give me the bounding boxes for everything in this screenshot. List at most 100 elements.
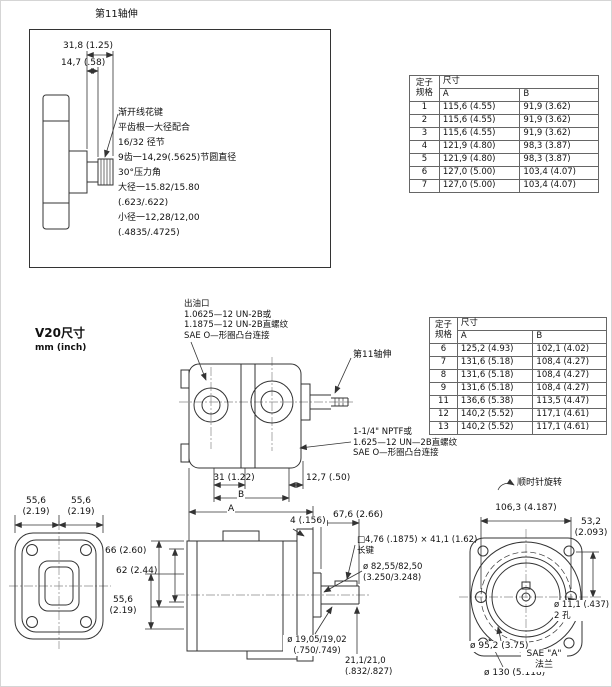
table-cell: 115,6 (4.55) <box>438 101 521 115</box>
table-cell: 103,4 (4.07) <box>519 179 599 193</box>
spec-header: 定子 规格 <box>429 317 458 344</box>
key-note: □4,76 (.1875) × 41,1 (1.62) 长键 <box>357 535 478 556</box>
table-cell: 136,6 (5.38) <box>456 395 534 409</box>
pump-rear-view <box>14 532 104 640</box>
shaft-detail-drawing <box>29 29 331 268</box>
table-cell: 113,5 (4.47) <box>532 395 607 409</box>
table-header: 定子 规格 尺寸 A B <box>409 75 600 102</box>
table-cell: 115,6 (4.55) <box>438 114 521 128</box>
inlet-port-note: 1-1/4" NPTF或 1.625—12 UN—2B直螺纹 SAE O—形圈凸… <box>353 427 458 459</box>
table-cell: 108,4 (4.27) <box>532 369 607 383</box>
table-cell: 121,9 (4.80) <box>438 140 521 154</box>
shaft-diameter: ø 19,05/19,02 (.750/.749) <box>283 635 351 657</box>
table-cell: 2 <box>409 114 440 128</box>
pump-side-view <box>186 528 360 662</box>
table-cell: 127,0 (5.00) <box>438 166 521 180</box>
dim-1063: 106,3 (4.187) <box>495 503 557 513</box>
table-cell: 127,0 (5.00) <box>438 179 521 193</box>
spline-notes: 渐开线花键 平齿根一大径配合 16/32 径节 9齿一14,29(.5625)节… <box>118 108 237 238</box>
table-header: 定子 规格 尺寸 A B <box>429 317 608 344</box>
table-cell: 9 <box>429 382 458 396</box>
size-header: 尺寸 <box>438 75 600 89</box>
spec-header: 定子 规格 <box>409 75 440 102</box>
centerlines-rear-view <box>9 521 111 649</box>
table-cell: 125,2 (4.93) <box>456 343 534 357</box>
dim-532: 53,2 (2.093) <box>574 517 608 539</box>
v20-unit: mm (inch) <box>35 343 87 353</box>
table-cell: 91,9 (3.62) <box>519 114 599 128</box>
table-header-row: A B <box>430 330 607 344</box>
table-cell: 91,9 (3.62) <box>519 101 599 115</box>
dim-66: 66 (2.60) <box>105 546 147 556</box>
table-header-row: A B <box>410 88 599 102</box>
key-height-dim: 21,1/21,0 (.832/.827) <box>345 656 393 677</box>
table-cell: 117,1 (4.61) <box>532 408 607 422</box>
table-cell: 1 <box>409 101 440 115</box>
dim-62: 62 (2.44) <box>116 566 158 576</box>
table-cell: 13 <box>429 421 458 435</box>
table-cell: 131,6 (5.18) <box>456 382 534 396</box>
top-view-dimensions <box>188 461 314 541</box>
size-header: 尺寸 <box>456 317 608 331</box>
table-cell: 131,6 (5.18) <box>456 369 534 383</box>
table-cell: 12 <box>429 408 458 422</box>
table-cell: 6 <box>429 343 458 357</box>
dim-b-label: B <box>237 490 246 502</box>
v20-title: V20尺寸 <box>35 326 85 340</box>
dim-556-top-left: 55,6 (2.19) <box>22 496 50 518</box>
rear-view-dimensions <box>14 515 184 630</box>
table-header-row: 定子 规格 尺寸 <box>409 75 600 102</box>
dim-676: 67,6 (2.66) <box>333 510 383 520</box>
table-cell: 102,1 (4.02) <box>532 343 607 357</box>
table-cell: 140,2 (5.52) <box>456 421 534 435</box>
side-view-dimensions <box>292 519 363 654</box>
table-cell: 8 <box>429 369 458 383</box>
col-b-header: B <box>519 88 599 102</box>
table-cell: 108,4 (4.27) <box>532 382 607 396</box>
col-b-header: B <box>532 330 607 344</box>
table-cell: 131,6 (5.18) <box>456 356 534 370</box>
dim-31: 31 (1.22) <box>213 473 255 483</box>
table-cell: 5 <box>409 153 440 167</box>
dim-shaft-spline-length: 14,7 (.58) <box>61 58 106 68</box>
dim-130: ø 130 (5.118) <box>483 668 547 680</box>
table-cell: 140,2 (5.52) <box>456 408 534 422</box>
shaft-ext-label: 第11轴伸 <box>353 350 392 360</box>
table-cell: 115,6 (4.55) <box>438 127 521 141</box>
dim-556-top-right: 55,6 (2.19) <box>67 496 95 518</box>
table-cell: 11 <box>429 395 458 409</box>
table-cell: 108,4 (4.27) <box>532 356 607 370</box>
pilot-diameter: ø 82,55/82,50 (3.250/3.248) <box>363 562 423 583</box>
dim-556-bottom: 55,6 (2.19) <box>109 595 137 617</box>
table-cell: 7 <box>409 179 440 193</box>
dim-952: ø 95,2 (3.75) <box>469 641 530 653</box>
table-cell: 117,1 (4.61) <box>532 421 607 435</box>
table-cell: 103,4 (4.07) <box>519 166 599 180</box>
flange-label: SAE "A" 法兰 <box>521 649 567 672</box>
col-a-header: A <box>456 330 534 344</box>
shaft-detail-dimensions <box>86 51 119 158</box>
table-cell: 91,9 (3.62) <box>519 127 599 141</box>
col-a-header: A <box>438 88 521 102</box>
table-header-row: 定子 规格 尺寸 <box>429 317 608 344</box>
bolt-holes-note: ø 11,1 (.437) 2 孔 <box>553 600 611 622</box>
table-cell: 98,3 (3.87) <box>519 153 599 167</box>
dim-a-label: A <box>227 504 236 516</box>
